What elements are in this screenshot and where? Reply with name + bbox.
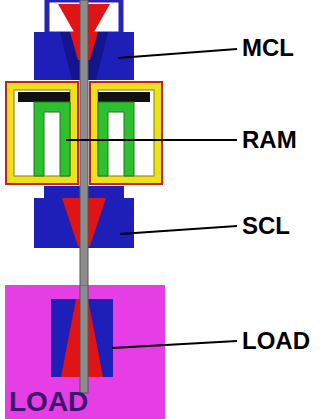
tie-rod (80, 0, 88, 288)
ram-housing (6, 82, 78, 184)
ram-chamber (98, 90, 154, 176)
part-label: MCL (242, 36, 294, 60)
tie-rod (80, 285, 88, 393)
ram-piston (34, 102, 70, 176)
ram-housing (90, 82, 162, 184)
part-label: SCL (242, 214, 290, 238)
ram-chamber (14, 90, 70, 176)
load-box: LOAD (5, 285, 165, 419)
box-label: LOAD (5, 388, 88, 419)
leader-line (120, 226, 237, 234)
ram-piston (98, 102, 134, 176)
leader-line (112, 341, 237, 348)
ram-bar (98, 92, 150, 102)
leader-line (118, 49, 237, 58)
leader-line (66, 139, 237, 141)
part-label: LOAD (242, 329, 310, 353)
ram-bar (18, 92, 70, 102)
part-label: RAM (242, 128, 297, 152)
